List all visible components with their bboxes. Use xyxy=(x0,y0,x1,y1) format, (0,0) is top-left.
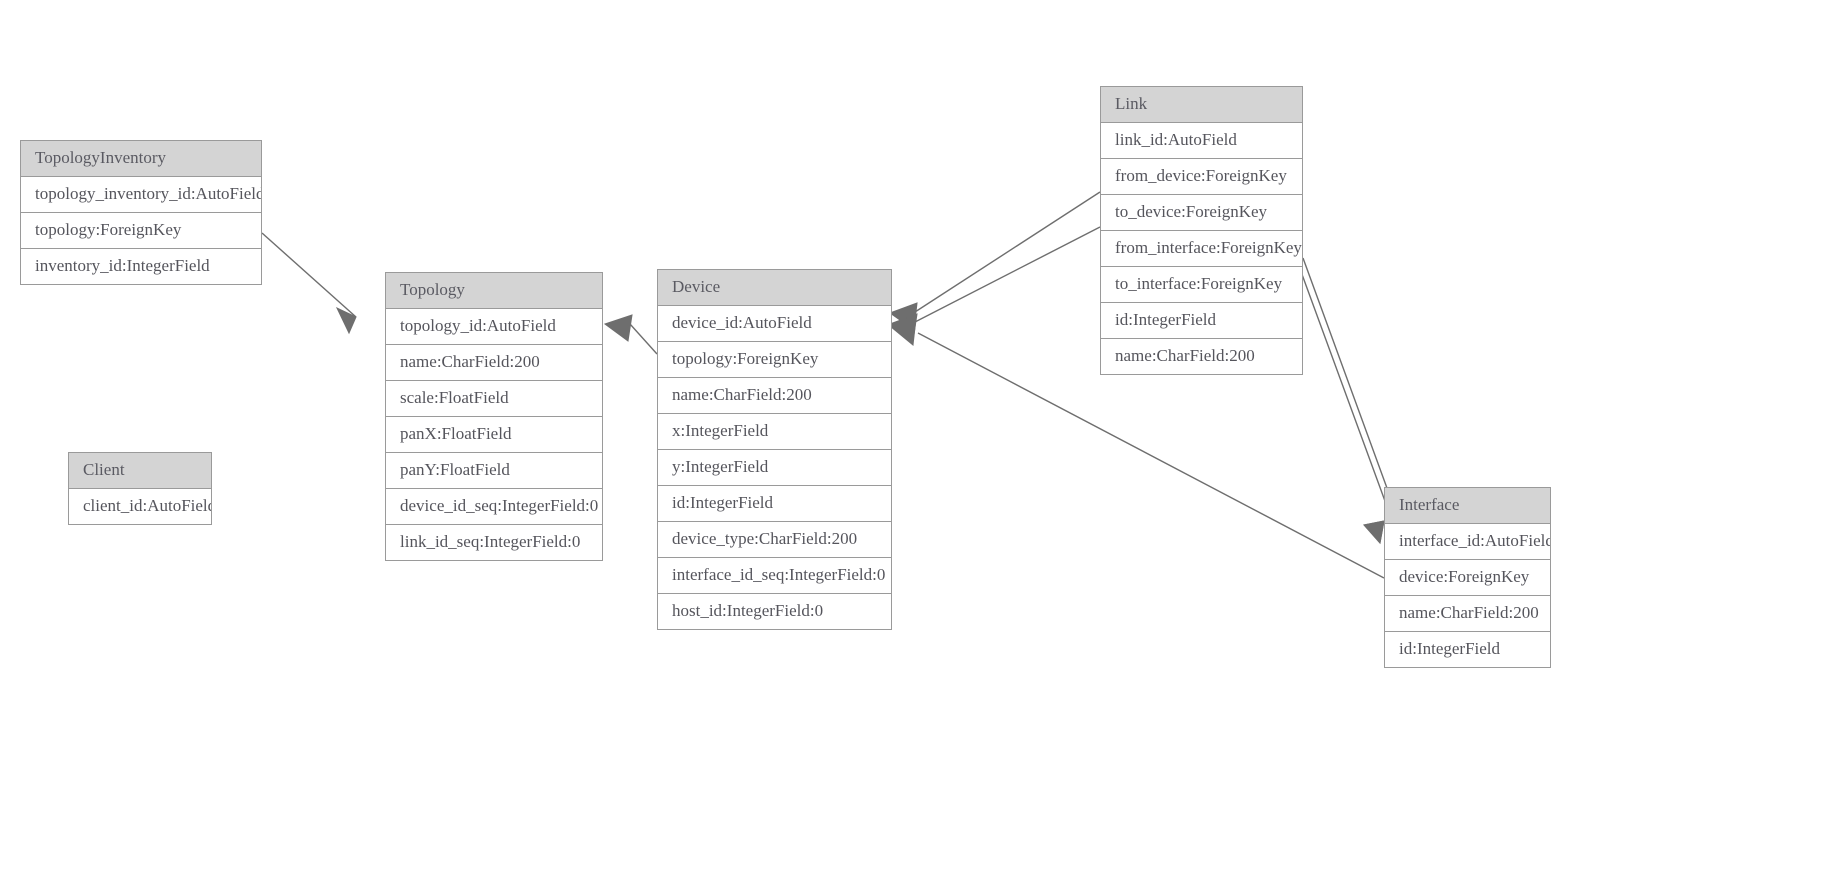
entity-field[interactable]: device_id_seq:IntegerField:0 xyxy=(386,489,602,525)
entity-field[interactable]: topology:ForeignKey xyxy=(658,342,891,378)
relationship-link-to-interface-to-interface xyxy=(1295,257,1390,545)
entity-field[interactable]: name:CharField:200 xyxy=(658,378,891,414)
entity-field[interactable]: y:IntegerField xyxy=(658,450,891,486)
entity-field[interactable]: interface_id_seq:IntegerField:0 xyxy=(658,558,891,594)
relationship-device-to-topology xyxy=(603,314,658,355)
entity-field[interactable]: topology_inventory_id:AutoField xyxy=(21,177,261,213)
arrowhead-icon xyxy=(335,306,357,335)
entity-title: Device xyxy=(658,270,891,306)
relationship-line xyxy=(1295,257,1390,513)
relationship-line xyxy=(914,191,1101,313)
entity-title: Interface xyxy=(1385,488,1550,524)
relationship-link-from-interface-to-interface xyxy=(1302,257,1396,545)
entity-field[interactable]: interface_id:AutoField xyxy=(1385,524,1550,560)
relationship-link-to-device-to-device xyxy=(888,226,1101,342)
relationship-line xyxy=(914,226,1101,323)
entity-field[interactable]: device_id:AutoField xyxy=(658,306,891,342)
relationship-topologyinventory-to-topology xyxy=(261,232,357,335)
entity-field[interactable]: host_id:IntegerField:0 xyxy=(658,594,891,629)
entity-field[interactable]: name:CharField:200 xyxy=(1101,339,1302,374)
relationship-line xyxy=(261,232,357,318)
entity-field[interactable]: panY:FloatField xyxy=(386,453,602,489)
entity-field[interactable]: topology:ForeignKey xyxy=(21,213,261,249)
entity-field[interactable]: inventory_id:IntegerField xyxy=(21,249,261,284)
entity-field[interactable]: client_id:AutoField xyxy=(69,489,211,524)
entity-title: Client xyxy=(69,453,211,489)
entity-field[interactable]: name:CharField:200 xyxy=(386,345,602,381)
entity-title: TopologyInventory xyxy=(21,141,261,177)
entity-field[interactable]: from_device:ForeignKey xyxy=(1101,159,1302,195)
entity-field[interactable]: id:IntegerField xyxy=(658,486,891,522)
entity-title: Link xyxy=(1101,87,1302,123)
arrowhead-icon xyxy=(888,313,918,342)
arrowhead-icon xyxy=(888,302,918,331)
entity-field[interactable]: panX:FloatField xyxy=(386,417,602,453)
entity-field[interactable]: to_interface:ForeignKey xyxy=(1101,267,1302,303)
entity-field[interactable]: from_interface:ForeignKey xyxy=(1101,231,1302,267)
relationship-line xyxy=(1302,257,1396,511)
relationship-link-from-device-to-device xyxy=(888,191,1101,331)
entity-field[interactable]: link_id_seq:IntegerField:0 xyxy=(386,525,602,560)
entity-field[interactable]: name:CharField:200 xyxy=(1385,596,1550,632)
arrowhead-icon xyxy=(603,314,633,342)
arrowhead-icon xyxy=(1363,520,1385,545)
entity-field[interactable]: id:IntegerField xyxy=(1101,303,1302,339)
entity-field[interactable]: device_type:CharField:200 xyxy=(658,522,891,558)
entity-field[interactable]: x:IntegerField xyxy=(658,414,891,450)
relationship-line xyxy=(629,323,658,355)
entity-title: Topology xyxy=(386,273,602,309)
arrowhead-icon xyxy=(1363,520,1385,545)
entity-field[interactable]: to_device:ForeignKey xyxy=(1101,195,1302,231)
entity-field[interactable]: device:ForeignKey xyxy=(1385,560,1550,596)
entity-field[interactable]: id:IntegerField xyxy=(1385,632,1550,667)
entity-field[interactable]: scale:FloatField xyxy=(386,381,602,417)
arrowhead-icon xyxy=(888,317,917,346)
entity-field[interactable]: topology_id:AutoField xyxy=(386,309,602,345)
entity-field[interactable]: link_id:AutoField xyxy=(1101,123,1302,159)
